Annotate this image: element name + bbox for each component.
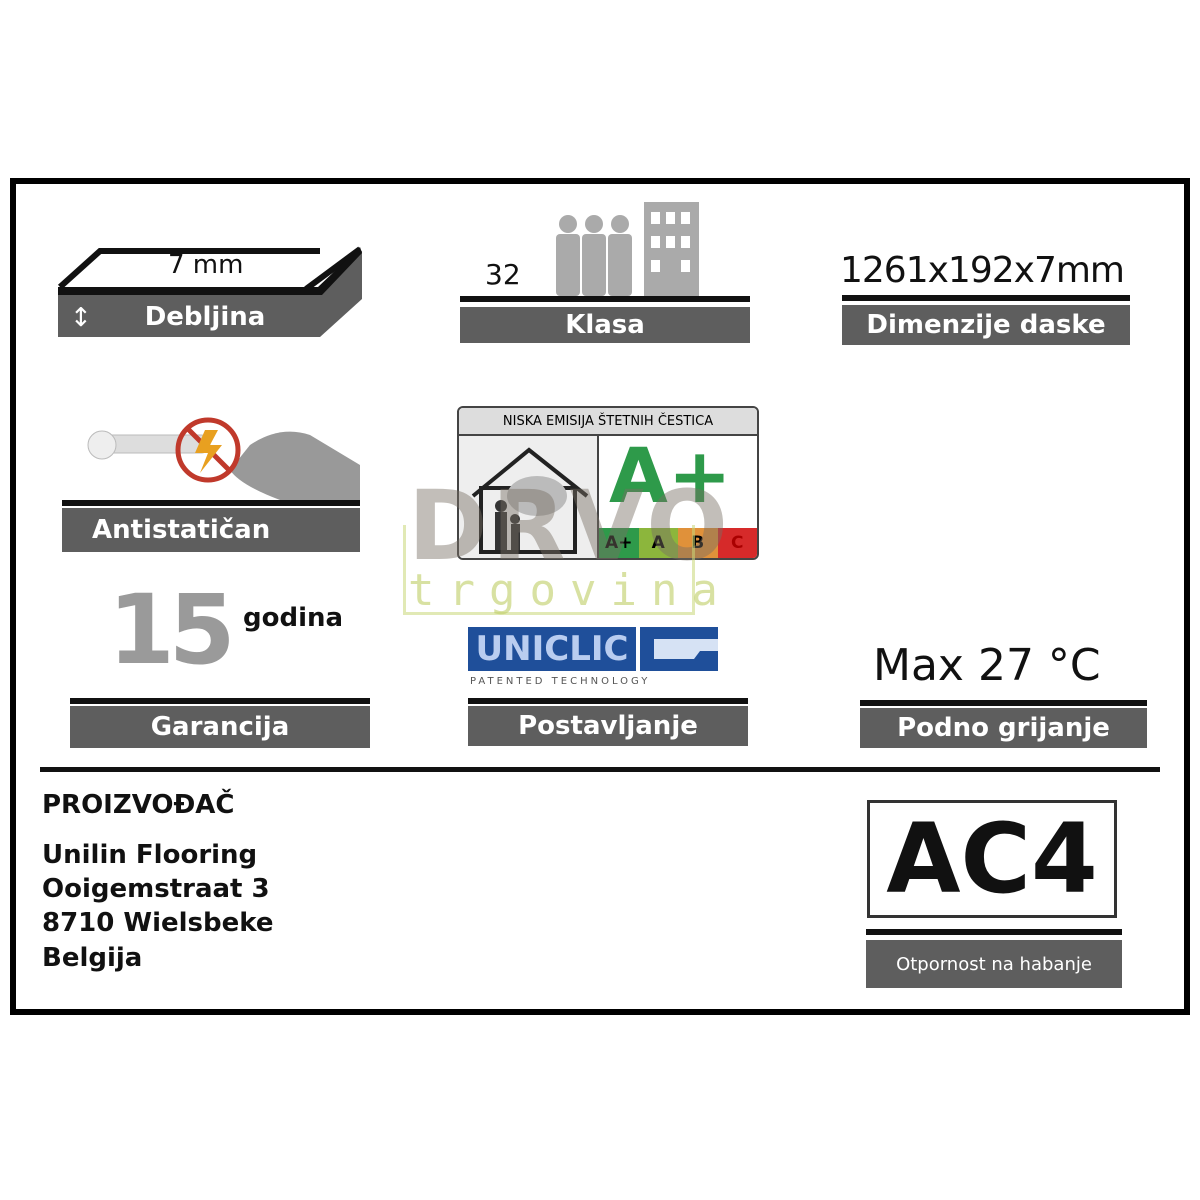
emission-scale: A+ A B C [599, 528, 757, 558]
scale-c: C [717, 528, 757, 558]
dimensions-value: 1261x192x7mm [840, 250, 1125, 291]
manufacturer-name: Unilin Flooring [42, 840, 258, 870]
heating-value: Max 27 °C [873, 640, 1101, 691]
antistatic-label: Antistatičan [62, 508, 360, 552]
dimensions-label: Dimenzije daske [842, 305, 1130, 345]
wear-label: Otpornost na habanje [866, 940, 1122, 988]
house-family-icon [471, 447, 589, 554]
watermark-frame [403, 525, 695, 615]
heating-divider [860, 700, 1147, 706]
uniclic-logo: UNICLIC [468, 627, 636, 671]
class-label: Klasa [460, 307, 750, 343]
manufacturer-city: 8710 Wielsbeke [42, 908, 274, 938]
manufacturer-heading: PROIZVOĐAČ [42, 790, 235, 820]
emission-label-card: NISKA EMISIJA ŠTETNIH ČESTICA A+ A+ A B … [457, 406, 759, 560]
double-arrow-icon: ↕ [70, 303, 92, 333]
warranty-divider [70, 698, 370, 704]
manufacturer-country: Belgija [42, 943, 143, 973]
installation-divider [468, 698, 748, 704]
antistatic-hand-icon [87, 417, 360, 500]
heating-label: Podno grijanje [860, 708, 1147, 748]
warranty-label: Garancija [70, 706, 370, 748]
scale-a-plus: A+ [599, 528, 639, 558]
uniclic-subtitle: PATENTED TECHNOLOGY [470, 676, 651, 687]
wear-class-value: AC4 [867, 800, 1117, 918]
thickness-label: Debljina [144, 302, 266, 332]
section-divider [40, 767, 1160, 772]
installation-label: Postavljanje [468, 706, 748, 746]
class-value: 32 [485, 258, 521, 291]
emission-title: NISKA EMISIJA ŠTETNIH ČESTICA [459, 408, 757, 436]
scale-a: A [638, 528, 678, 558]
thickness-value: 7 mm [168, 250, 244, 280]
manufacturer-street: Ooigemstraat 3 [42, 874, 270, 904]
antistatic-divider [62, 500, 360, 506]
watermark-logo: DRVO [408, 470, 732, 582]
uniclic-profile-icon [640, 627, 718, 671]
emission-rating: A+ [609, 431, 732, 520]
warranty-value: 15 [108, 574, 236, 686]
thickness-board-icon [57, 246, 362, 337]
class-divider [460, 296, 750, 302]
warranty-unit: godina [243, 603, 344, 633]
watermark-sub: trgovina [408, 565, 732, 616]
wear-divider [866, 929, 1122, 935]
spec-frame [10, 178, 1190, 1015]
dimensions-divider [842, 295, 1130, 301]
people-building-icon [556, 202, 699, 298]
